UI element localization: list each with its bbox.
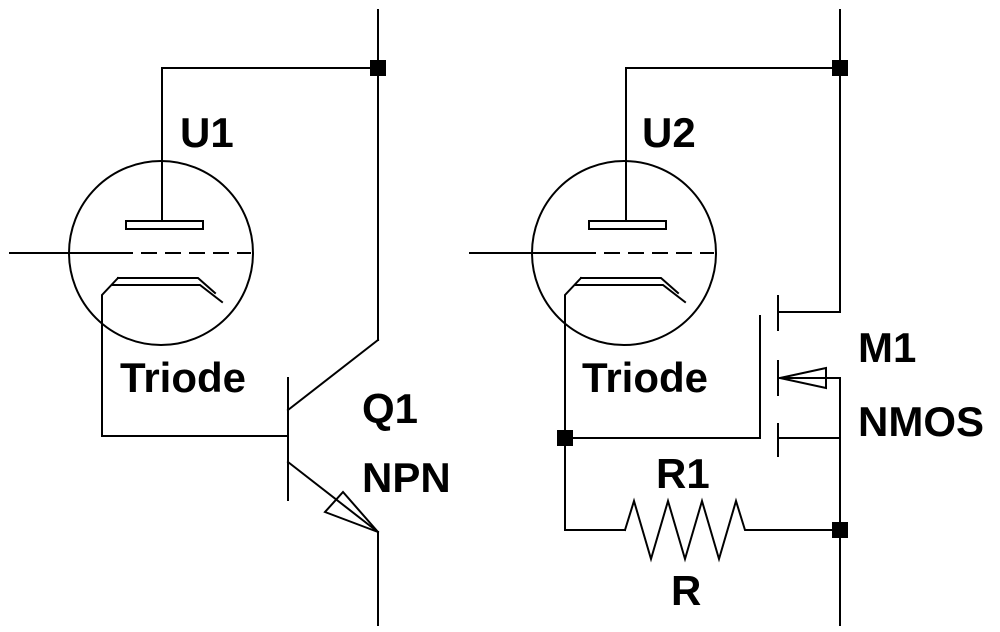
u1-heater	[112, 284, 224, 304]
right-top-junction	[832, 60, 848, 76]
r1-ref-label: R1	[656, 450, 710, 497]
m1-value-label: NMOS	[858, 398, 984, 445]
gate-junction	[557, 430, 573, 446]
q1-ref-label: Q1	[362, 385, 418, 432]
m1-body-lead	[777, 377, 841, 439]
u1-plate-wire	[161, 67, 379, 222]
q1-value-label: NPN	[362, 454, 451, 501]
u2-ref-label: U2	[642, 109, 696, 156]
u2-plate	[588, 220, 667, 230]
q1-emitter	[286, 460, 380, 534]
left-top-junction	[370, 60, 386, 76]
r1-zigzag	[623, 497, 841, 563]
triode-u1	[9, 160, 289, 437]
right-circuit: U2 Triode M1 NMOS R1 R	[469, 9, 984, 626]
resistor-r1	[623, 497, 841, 563]
m1-ref-label: M1	[858, 324, 916, 371]
u1-ref-label: U1	[180, 109, 234, 156]
q1-emitter-arrow	[323, 490, 379, 533]
u2-value-label: Triode	[582, 354, 708, 401]
nmos-m1	[564, 295, 841, 457]
m1-body-arrow	[779, 366, 827, 390]
u2-heater	[575, 284, 687, 304]
u2-cathode-wire	[564, 276, 626, 531]
u1-cathode	[117, 277, 217, 295]
u1-cathode-wire	[101, 276, 289, 437]
r1-value-label: R	[671, 567, 701, 614]
u1-value-label: Triode	[120, 354, 246, 401]
u2-cathode	[580, 277, 680, 295]
u1-plate	[125, 220, 204, 230]
u2-plate-wire	[625, 67, 841, 222]
npn-q1	[286, 338, 380, 626]
q1-collector	[286, 338, 380, 412]
triode-u2	[469, 160, 717, 531]
left-circuit: U1 Triode Q1 NPN	[9, 9, 451, 626]
